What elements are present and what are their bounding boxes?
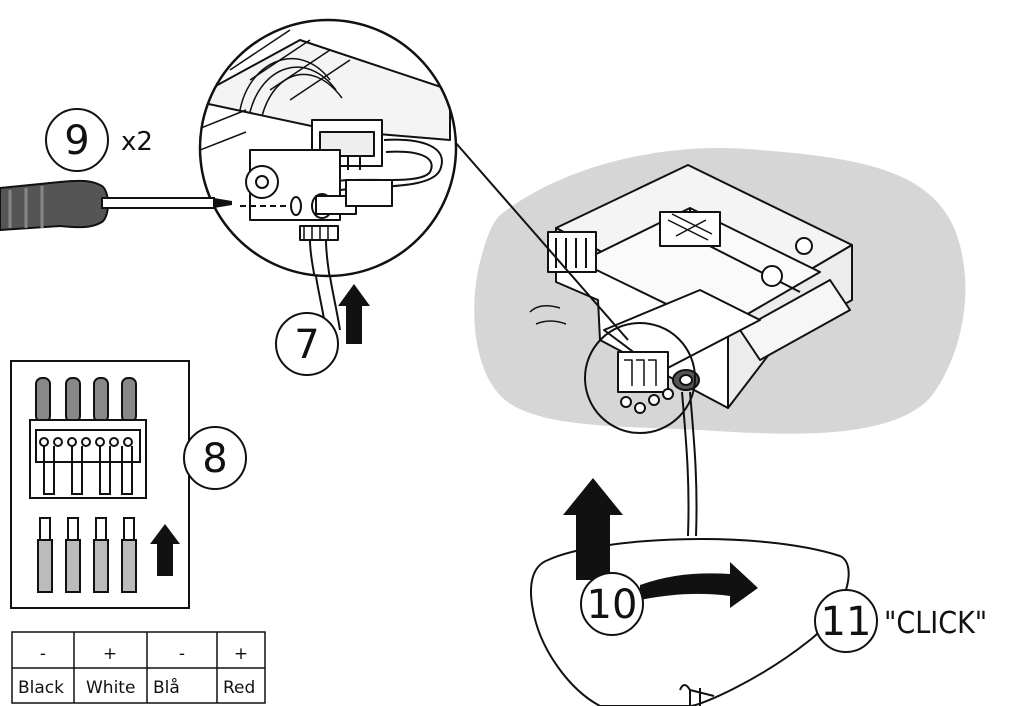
step-10-badge bbox=[580, 572, 644, 636]
table-cell-color: Blå bbox=[153, 677, 180, 698]
arrow-up-icon bbox=[338, 284, 370, 344]
canopy-hook-icon bbox=[679, 684, 715, 706]
rotate-arrow-icon bbox=[640, 562, 758, 608]
arrow-up-icon bbox=[563, 478, 623, 580]
detail-marker bbox=[584, 322, 696, 434]
step-9-label: 9 bbox=[64, 118, 89, 164]
step-11-badge bbox=[814, 589, 878, 653]
screwdriver-icon bbox=[0, 179, 232, 232]
power-cable bbox=[681, 391, 698, 537]
step-11-label: 11 bbox=[821, 599, 872, 645]
step-9-badge bbox=[45, 108, 109, 172]
step-11-note: "CLICK" bbox=[884, 606, 987, 641]
table-cell-polarity: - bbox=[40, 644, 46, 664]
step-9-note: x2 bbox=[121, 127, 153, 157]
step-7-label: 7 bbox=[294, 322, 319, 368]
table-cell-polarity: + bbox=[234, 644, 248, 664]
step-7-badge bbox=[275, 312, 339, 376]
detail-leader-line bbox=[454, 141, 629, 341]
arrow-up-icon bbox=[150, 524, 180, 576]
table-cell-color: Black bbox=[18, 678, 64, 698]
table-cell-polarity: - bbox=[179, 644, 185, 664]
table-cell-color: Red bbox=[223, 678, 255, 698]
table-cell-color: White bbox=[86, 678, 135, 698]
step-10-label: 10 bbox=[587, 582, 638, 628]
table-cell-polarity: + bbox=[103, 644, 117, 664]
connector-block bbox=[29, 419, 147, 499]
zoom-detail bbox=[198, 18, 458, 278]
wiring-table bbox=[11, 631, 266, 704]
step-8-label: 8 bbox=[202, 436, 227, 482]
wire-ends bbox=[37, 517, 137, 593]
step-8-badge bbox=[183, 426, 247, 490]
